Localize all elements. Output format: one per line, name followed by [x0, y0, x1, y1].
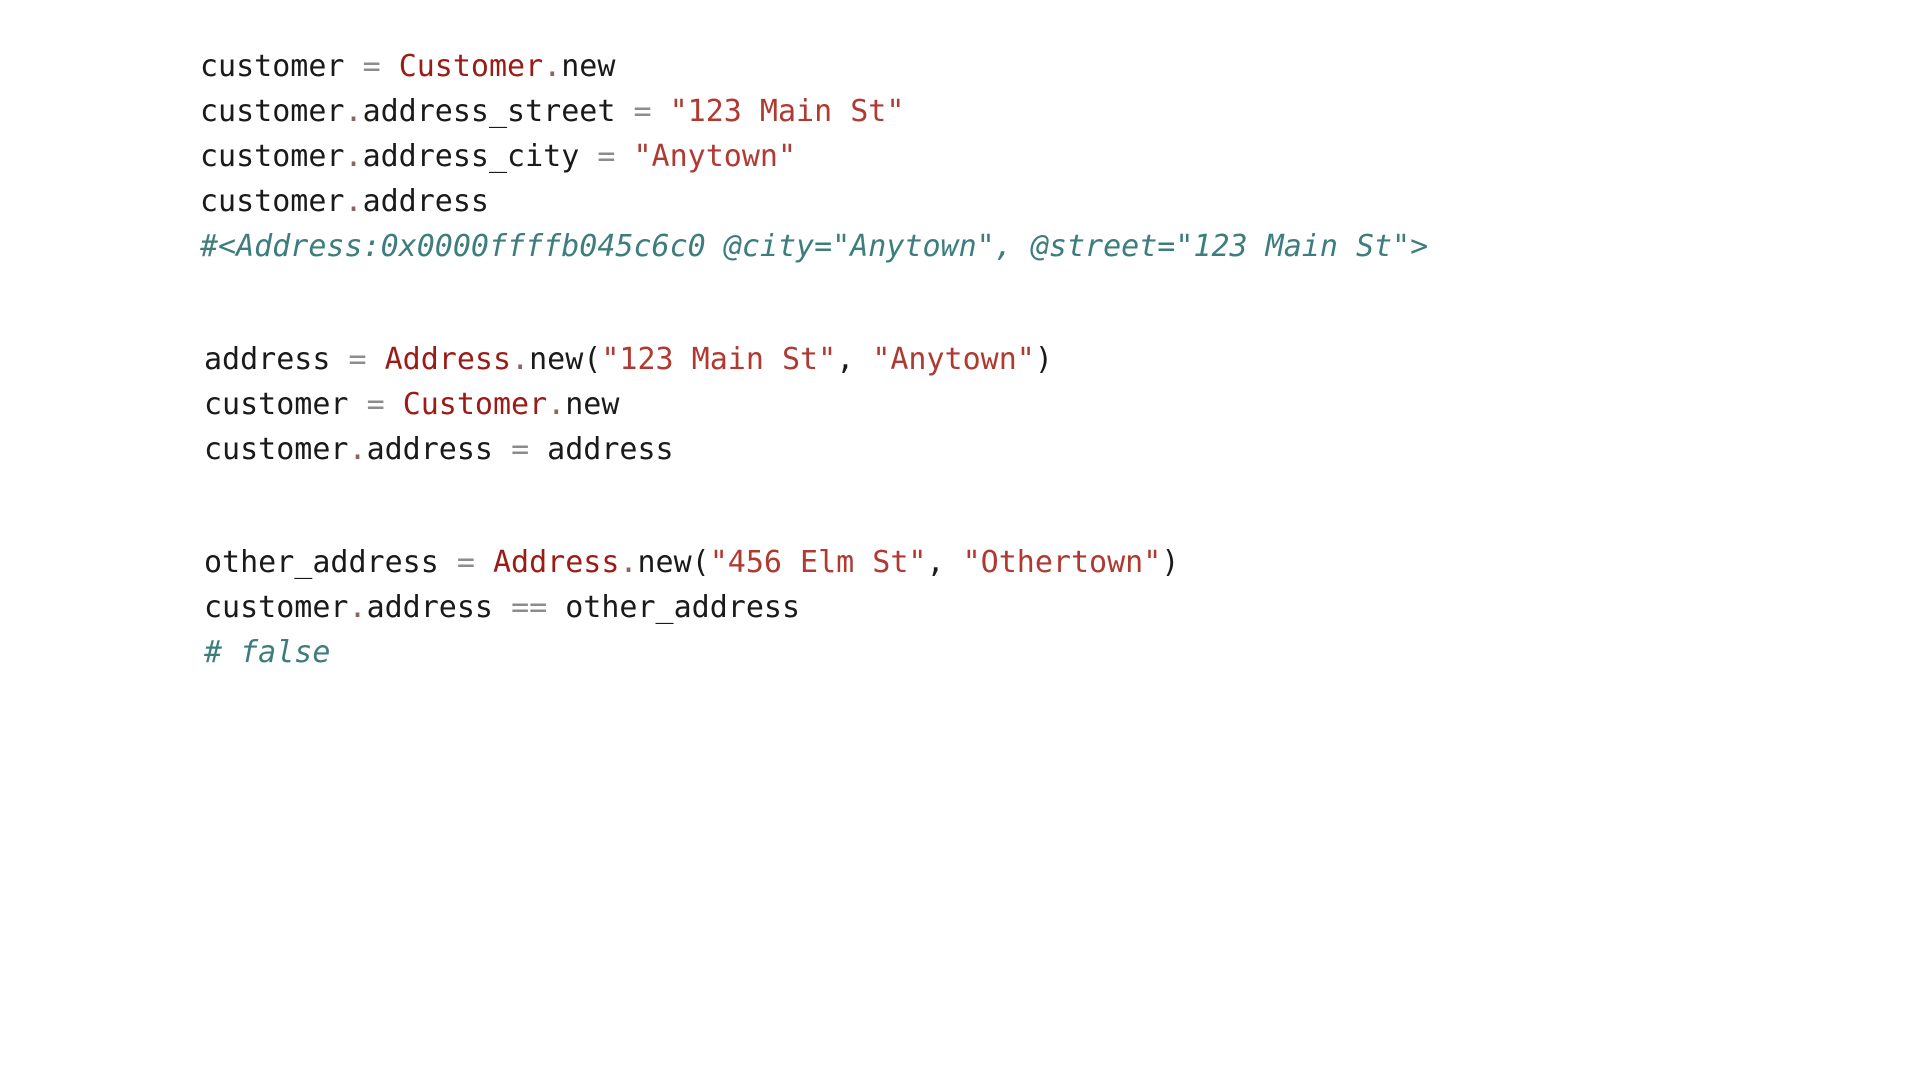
code-token-plain — [367, 342, 385, 377]
code-block-gap — [0, 472, 1920, 540]
code-token-op: = — [633, 94, 652, 129]
code-block: address = Address.new("123 Main St", "An… — [0, 337, 1920, 472]
code-line: #<Address:0x0000ffffb045c6c0 @city="Anyt… — [200, 224, 1920, 269]
code-token-plain: address — [529, 432, 674, 467]
code-token-plain: , — [926, 545, 963, 580]
code-line: customer.address_city = "Anytown" — [200, 134, 1920, 179]
code-token-plain: customer — [200, 184, 345, 219]
code-token-plain — [381, 49, 399, 84]
code-token-dot: . — [348, 590, 367, 625]
code-token-plain: customer — [204, 387, 367, 422]
code-token-op: = — [597, 139, 616, 174]
code-token-string: "Othertown" — [962, 545, 1162, 580]
code-token-plain: ) — [1161, 545, 1180, 580]
code-token-plain — [385, 387, 403, 422]
code-token-dot: . — [547, 387, 566, 422]
code-token-plain: , — [836, 342, 873, 377]
code-token-plain: address — [366, 590, 512, 625]
code-token-class: Customer — [402, 387, 548, 422]
code-token-op: = — [362, 49, 381, 84]
code-token-plain: new — [561, 49, 616, 84]
code-token-dot: . — [344, 139, 363, 174]
code-token-plain: customer — [200, 94, 345, 129]
code-token-string: "123 Main St" — [601, 342, 837, 377]
code-token-plain: other_address — [547, 590, 801, 625]
code-line: # false — [204, 630, 1920, 675]
code-token-plain: customer — [200, 139, 345, 174]
code-token-dot: . — [348, 432, 367, 467]
code-token-op: = — [511, 432, 530, 467]
code-token-plain: address — [362, 184, 489, 219]
code-token-comment: #<Address:0x0000ffffb045c6c0 @city="Anyt… — [200, 229, 1429, 264]
code-token-class: Address — [493, 545, 620, 580]
code-line: customer = Customer.new — [204, 382, 1920, 427]
code-token-op: = — [456, 545, 475, 580]
code-line: customer.address_street = "123 Main St" — [200, 89, 1920, 134]
code-token-plain: customer — [204, 432, 349, 467]
code-token-plain: new — [565, 387, 620, 422]
code-line: customer.address = address — [204, 427, 1920, 472]
code-token-plain: address_city — [362, 139, 598, 174]
code-token-plain: address_street — [362, 94, 634, 129]
code-token-plain — [615, 139, 633, 174]
code-token-dot: . — [344, 184, 363, 219]
code-line: customer = Customer.new — [200, 44, 1920, 89]
code-token-plain: customer — [200, 49, 363, 84]
code-token-op: == — [511, 590, 548, 625]
code-token-plain: new( — [637, 545, 710, 580]
code-token-string: "Anytown" — [633, 139, 797, 174]
code-token-plain: customer — [204, 590, 349, 625]
code-token-class: Customer — [398, 49, 544, 84]
code-token-string: "456 Elm St" — [709, 545, 927, 580]
code-line: customer.address == other_address — [204, 585, 1920, 630]
code-token-class: Address — [384, 342, 512, 377]
code-token-comment: # false — [204, 635, 331, 670]
code-token-dot: . — [344, 94, 363, 129]
code-token-plain — [475, 545, 493, 580]
code-token-op: = — [366, 387, 385, 422]
code-token-dot: . — [543, 49, 562, 84]
code-block-gap — [0, 269, 1920, 337]
code-token-plain: new( — [529, 342, 602, 377]
code-token-plain: ) — [1034, 342, 1053, 377]
code-token-plain: other_address — [204, 545, 457, 580]
code-token-plain — [652, 94, 670, 129]
code-line: address = Address.new("123 Main St", "An… — [204, 337, 1920, 382]
code-token-string: "Anytown" — [872, 342, 1035, 377]
code-line: customer.address — [200, 179, 1920, 224]
code-block: other_address = Address.new("456 Elm St"… — [0, 540, 1920, 675]
code-line: other_address = Address.new("456 Elm St"… — [204, 540, 1920, 585]
code-token-plain: address — [204, 342, 349, 377]
code-token-dot: . — [619, 545, 638, 580]
code-token-dot: . — [511, 342, 530, 377]
code-token-op: = — [348, 342, 367, 377]
code-token-string: "123 Main St" — [669, 94, 905, 129]
code-token-plain: address — [366, 432, 512, 467]
